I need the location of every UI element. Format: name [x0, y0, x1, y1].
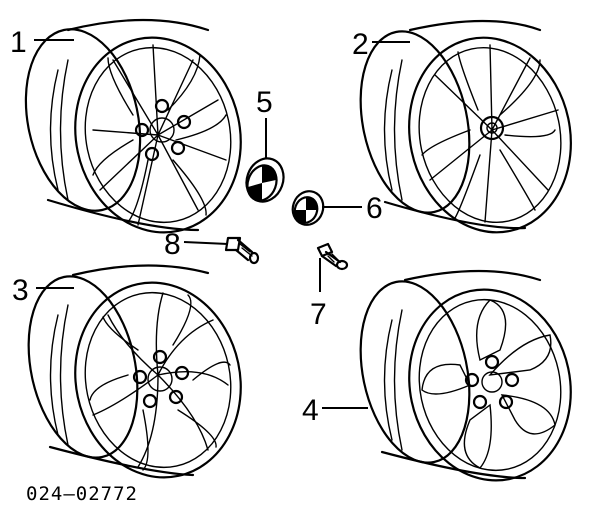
wheel-bolt: [224, 236, 260, 265]
part-number-2: 2: [352, 28, 369, 61]
reference-code: 024–02772: [26, 483, 138, 505]
part-number-4: 4: [302, 394, 319, 427]
part-number-5: 5: [256, 86, 273, 119]
part-number-1: 1: [10, 26, 27, 59]
wheel-3: [27, 264, 242, 479]
part-number-6: 6: [366, 192, 383, 225]
wheel-1: [24, 18, 242, 234]
part-number-8: 8: [164, 228, 181, 261]
wheel-4: [359, 269, 572, 482]
part-number-7: 7: [310, 298, 327, 331]
leader-8: [183, 241, 229, 245]
valve-stem: [316, 242, 349, 271]
centre-cap-large: [245, 157, 285, 203]
centre-cap-small: [291, 190, 325, 226]
part-number-3: 3: [12, 274, 29, 307]
wheel-2: [359, 19, 572, 234]
